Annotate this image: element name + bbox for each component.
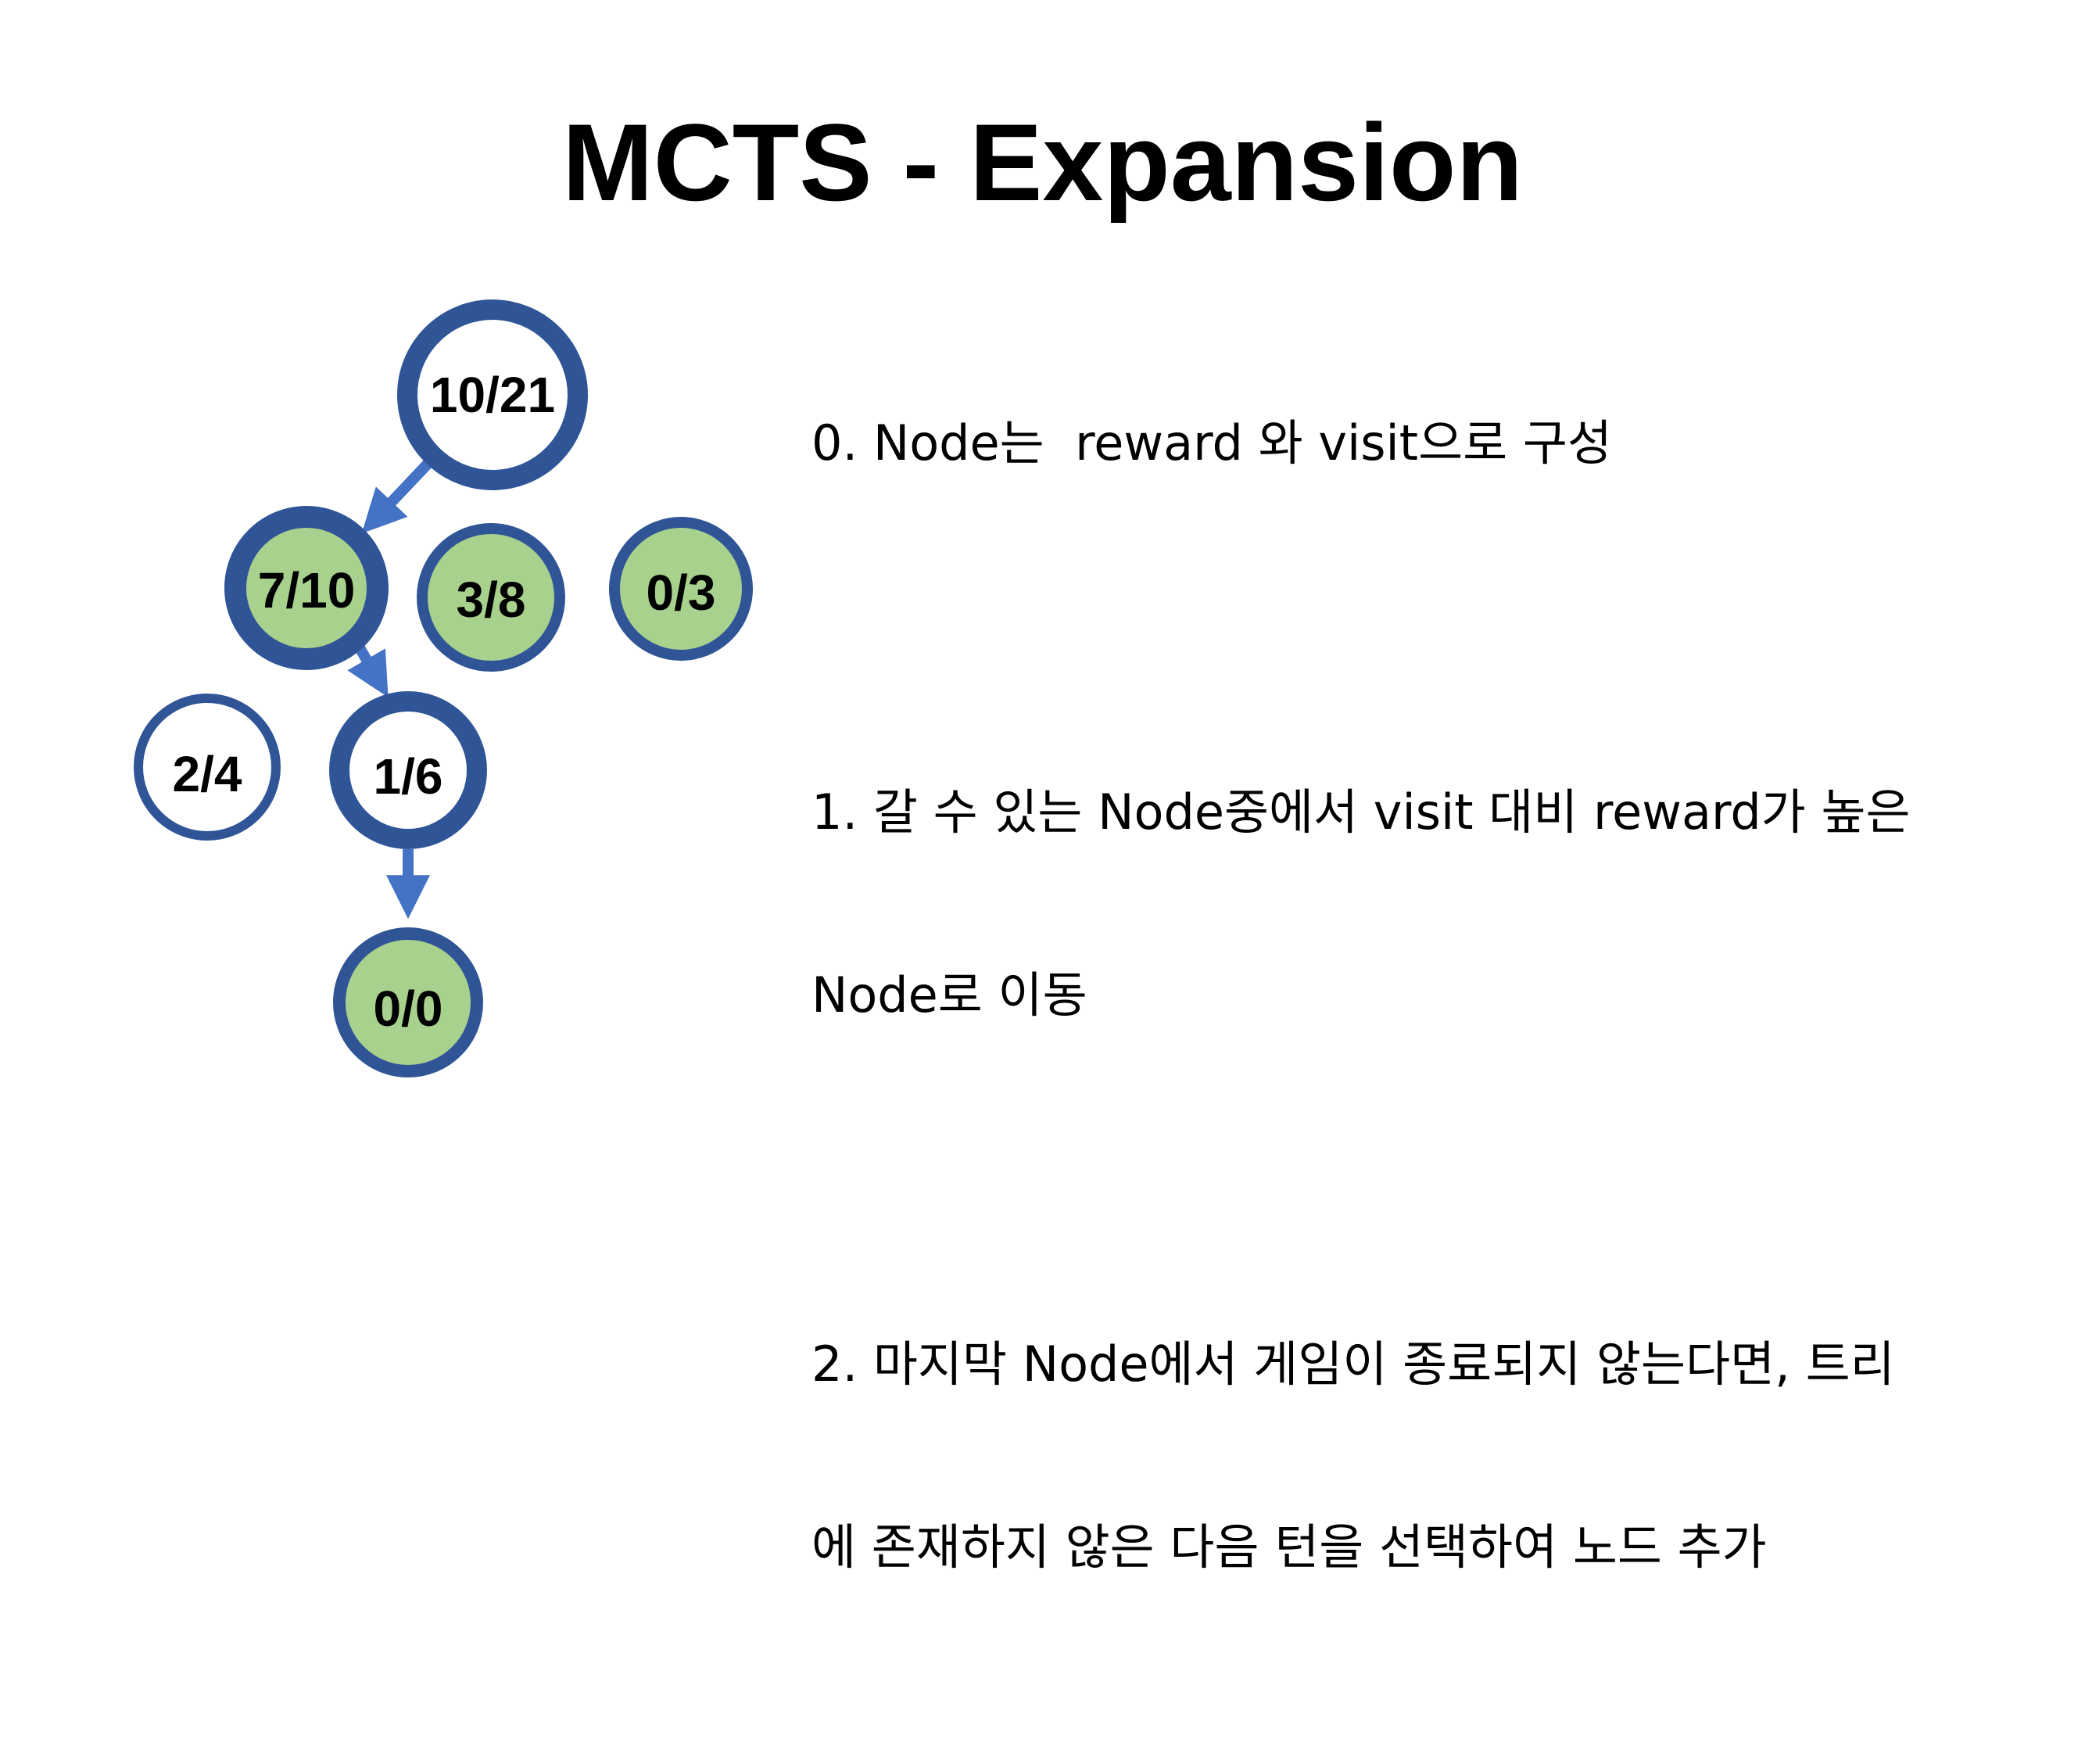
node-label: 0/3	[647, 565, 716, 621]
node-label: 0/0	[374, 981, 443, 1037]
node-circle	[609, 517, 753, 661]
node-circle	[224, 506, 389, 670]
node-circle	[329, 691, 487, 849]
tree-node-2-4: 2/4	[134, 694, 281, 841]
note-line: 에 존재하지 않은 다음 턴을 선택하여 노드 추가	[811, 1518, 1767, 1576]
tree-node-3-8: 3/8	[417, 523, 565, 672]
node-label: 7/10	[258, 562, 356, 618]
note-line: Node로 이동	[811, 966, 1087, 1024]
note-item-1: 1. 갈 수 있는 Node중에서 visit 대비 reward가 높은 No…	[811, 660, 2062, 1148]
tree-node-0-3: 0/3	[609, 517, 753, 661]
note-item-2: 2. 마지막 Node에서 게임이 종료되지 않는다면, 트리 에 존재하지 않…	[811, 1212, 2062, 1700]
tree-node-1-6: 1/6	[329, 691, 487, 849]
note-line: 0. Node는 reward 와 visit으로 구성	[811, 414, 1612, 471]
note-line: 2. 마지막 Node에서 게임이 종료되지 않는다면, 트리	[811, 1336, 1895, 1393]
note-item-0: 0. Node는 reward 와 visit으로 구성	[811, 291, 2062, 596]
node-circle	[134, 694, 281, 841]
node-label: 10/21	[430, 367, 555, 423]
tree-node-root: 10/21	[397, 299, 588, 490]
slide-title: MCTS - Expansion	[562, 101, 1523, 224]
node-circle	[333, 927, 483, 1077]
node-circle	[417, 523, 565, 672]
node-label: 2/4	[173, 746, 242, 802]
tree-node-7-10: 7/10	[224, 506, 389, 670]
tree-node-0-0: 0/0	[333, 927, 483, 1077]
node-label: 3/8	[457, 572, 526, 628]
mcts-tree-diagram: 10/21 7/10 3/8 0/3 2/4 1/6 0/0	[134, 299, 753, 1077]
node-circle	[397, 299, 588, 490]
note-line: 1. 갈 수 있는 Node중에서 visit 대비 reward가 높은	[811, 783, 1911, 841]
explanation-notes: 0. Node는 reward 와 visit으로 구성 1. 갈 수 있는 N…	[811, 291, 2062, 1764]
edge-root-to-7-10	[361, 456, 436, 534]
node-label: 1/6	[374, 748, 443, 805]
